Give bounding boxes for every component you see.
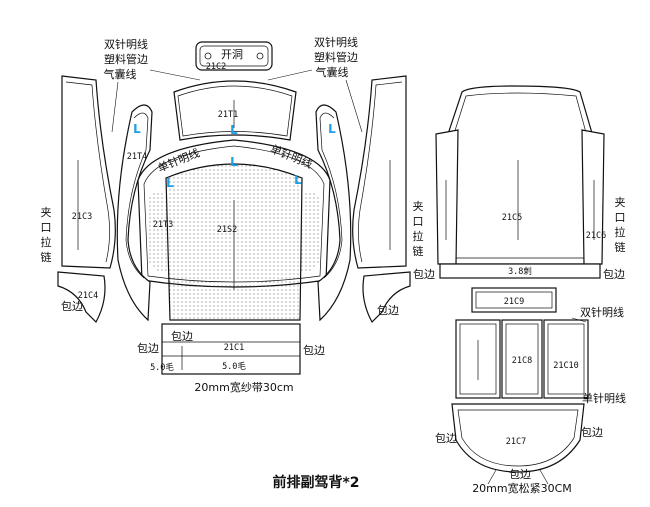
plastic-piping-left-label: 塑料管边 (104, 52, 148, 66)
binding-label: 包边 (581, 426, 603, 439)
piece-21c6-left (435, 129, 459, 265)
svg-text:口: 口 (41, 221, 52, 234)
zipper-back-label: 夹 口 拉 链 (615, 196, 626, 254)
piece-label-21c6: 21C6 (586, 231, 606, 241)
l-mark: L (166, 176, 174, 190)
piece-label-21t1: 21T1 (218, 110, 238, 120)
l-mark: L (230, 155, 238, 169)
svg-text:夹: 夹 (41, 206, 52, 219)
piece-21c7 (451, 403, 585, 473)
piece-label-21c9: 21C9 (504, 297, 524, 307)
piece-21c8-left (455, 319, 501, 399)
piece-21t4-right (315, 104, 352, 322)
svg-text:夹: 夹 (413, 200, 424, 213)
piece-label-21c8: 21C8 (512, 356, 532, 366)
double-stitch-right-label: 双针明线 (314, 35, 358, 49)
airbag-line-left-label: 气囊线 (104, 67, 137, 81)
binding-label: 包边 (137, 342, 159, 355)
binding-label: 包边 (603, 268, 625, 281)
piece-label-21c2: 21C2 (206, 62, 226, 72)
l-mark: L (133, 122, 141, 136)
piece-label-21c5: 21C5 (502, 213, 522, 223)
l-mark: L (328, 122, 336, 136)
piece-21t4-left (116, 104, 153, 322)
piece-21c3-left (61, 75, 116, 269)
single-stitch-back-label: 单针明线 (582, 391, 626, 405)
piece-21c2 (195, 41, 273, 71)
allowance-bottom-label: 5.0毛 (222, 361, 246, 372)
binding-label: 包边 (413, 268, 435, 281)
piece-21c4-right (362, 271, 411, 323)
piece-label-21c10: 21C10 (553, 361, 579, 371)
piece-label-21c3: 21C3 (72, 212, 92, 222)
l-mark: L (294, 173, 302, 187)
svg-text:拉: 拉 (41, 235, 52, 249)
piece-trim-strip (439, 263, 601, 279)
binding-label: 包边 (509, 468, 531, 481)
zipper-right-label: 夹 口 拉 链 (413, 200, 424, 258)
binding-label: 包边 (303, 344, 325, 357)
piece-21t1 (173, 80, 297, 141)
piece-21c5 (445, 85, 595, 265)
piece-label-21s2: 21S2 (217, 225, 237, 235)
svg-text:拉: 拉 (413, 229, 424, 243)
binding-label: 包边 (435, 432, 457, 445)
svg-text:口: 口 (615, 211, 626, 224)
double-stitch-left-label: 双针明线 (104, 37, 148, 51)
piece-label-21c1: 21C1 (224, 343, 244, 353)
elastic-label: 20mm宽松紧30CM (472, 481, 572, 495)
piece-21c8 (501, 319, 543, 399)
page-title: 前排副驾背*2 (272, 474, 359, 491)
binding-label: 包边 (377, 304, 399, 317)
double-stitch-back-label: 双针明线 (580, 305, 624, 319)
piece-21s2 (165, 163, 303, 321)
piece-21c1 (161, 323, 301, 375)
piece-21c4-left (57, 271, 106, 323)
piece-label-21c4: 21C4 (78, 291, 98, 301)
piece-label-21c7: 21C7 (506, 437, 526, 447)
svg-text:夹: 夹 (615, 196, 626, 209)
opening-label: 开洞 (221, 48, 243, 61)
piece-label-21t3: 21T3 (153, 220, 173, 230)
trim-label: 3.8刺 (508, 267, 532, 277)
piece-21c6-right (581, 129, 605, 265)
binding-label: 包边 (61, 300, 83, 313)
allowance-top-label: 5.0毛 (150, 362, 174, 373)
piece-21c10 (543, 319, 589, 399)
piece-21c9 (471, 287, 557, 313)
piece-21c3-right (352, 75, 407, 269)
piece-label-21t4: 21T4 (127, 152, 147, 162)
mesh-tape-label: 20mm宽纱带30cm (194, 380, 293, 394)
zipper-left-label: 夹 口 拉 链 (41, 206, 52, 264)
svg-text:链: 链 (615, 240, 626, 254)
svg-text:链: 链 (413, 244, 424, 258)
svg-text:口: 口 (413, 215, 424, 228)
binding-label: 包边 (171, 330, 193, 343)
plastic-piping-right-label: 塑料管边 (314, 50, 358, 64)
l-mark: L (230, 123, 238, 137)
svg-text:链: 链 (41, 250, 52, 264)
svg-text:拉: 拉 (615, 225, 626, 239)
airbag-line-right-label: 气囊线 (316, 65, 349, 79)
